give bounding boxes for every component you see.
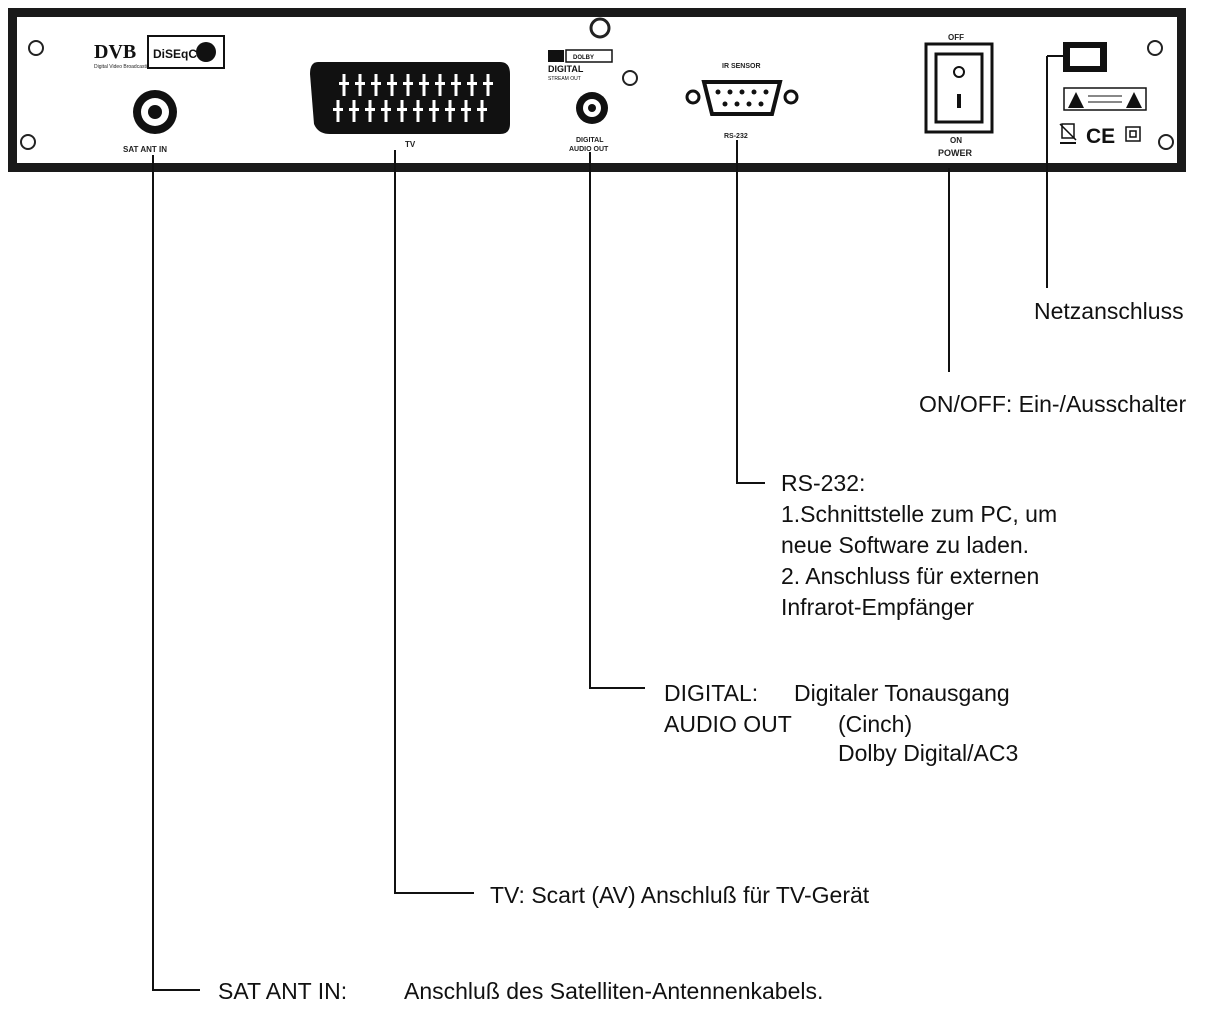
top-screw (589, 17, 611, 39)
mounting-hole (28, 40, 44, 56)
leader-lines (152, 55, 1063, 991)
callout-sat-left: SAT ANT IN: (218, 978, 348, 1004)
scart-pin (371, 74, 381, 96)
rs232-pin (715, 89, 721, 95)
mounting-hole (1158, 134, 1174, 150)
on-panel-label: ON (950, 136, 962, 145)
dvb-logo-subtext: Digital Video Broadcasting (94, 64, 153, 70)
callout-rs232-line: neue Software zu laden. (781, 532, 1030, 558)
power-panel-label: POWER (938, 148, 973, 158)
scart-pin (461, 100, 471, 122)
scart-pin (339, 74, 349, 96)
scart-pin (483, 74, 493, 96)
callout-rs232-line: Infrarot-Empfänger (781, 594, 975, 620)
leader-digital (589, 152, 645, 689)
rs232-pin (727, 89, 733, 95)
scart-pin (355, 74, 365, 96)
scart-pin (365, 100, 375, 122)
leader-sat (152, 155, 200, 991)
mounting-hole (20, 134, 36, 150)
callout-rs232: RS-232: 1.Schnittstelle zum PC, um neue … (781, 468, 1057, 623)
dolby-box-text: DOLBY (573, 55, 594, 61)
digital-audio-out-connector (576, 92, 608, 124)
scart-pin (467, 74, 477, 96)
warning-triangle-icon (1126, 92, 1142, 108)
audio-out-panel-label: AUDIO OUT (569, 146, 609, 153)
off-panel-label: OFF (948, 33, 964, 42)
rs232-pin (722, 101, 728, 107)
rs232-pin (734, 101, 740, 107)
mounting-hole (1147, 40, 1163, 56)
scart-pin (397, 100, 407, 122)
ce-mark: CE (1086, 125, 1115, 148)
callout-digital-right-2: (Cinch) (838, 711, 913, 737)
scart-pins (333, 74, 493, 122)
scart-pin (419, 74, 429, 96)
leader-tv (394, 150, 474, 894)
callout-rs232-line: 2. Anschluss für externen (781, 563, 1040, 589)
scart-pin (451, 74, 461, 96)
callout-digital-left-1: DIGITAL: (664, 680, 759, 706)
rs232-pin (758, 101, 764, 107)
warning-label (1063, 87, 1147, 111)
scart-pin (349, 100, 359, 122)
scart-pin (477, 100, 487, 122)
scart-pin (387, 74, 397, 96)
scart-pin (435, 74, 445, 96)
scart-pin (381, 100, 391, 122)
rs232-pin (746, 101, 752, 107)
scart-pin (403, 74, 413, 96)
tv-panel-label: TV (405, 140, 416, 149)
digital-panel-label: DIGITAL (576, 137, 604, 144)
rs232-pin (763, 89, 769, 95)
scart-pin (429, 100, 439, 122)
sat-ant-in-connector (133, 90, 177, 134)
callout-netzanschluss: Netzanschluss (1034, 298, 1184, 324)
rs232-pin (739, 89, 745, 95)
callout-sat-right: Anschluß des Satelliten-Antennenkabels. (404, 978, 824, 1004)
weee-bin-icon (1059, 123, 1077, 144)
callout-digital-right-1: Digitaler Tonausgang (794, 680, 1010, 706)
dvb-logo: DVB Digital Video Broadcasting (94, 41, 153, 70)
dolby-digital-text: DIGITAL (548, 64, 584, 74)
callout-onoff: ON/OFF: Ein-/Ausschalter (919, 391, 1187, 417)
scart-pin (445, 100, 455, 122)
warning-triangle-icon (1068, 92, 1084, 108)
callout-rs232-line: 1.Schnittstelle zum PC, um (781, 501, 1058, 527)
mains-socket (1063, 42, 1107, 72)
dolby-logo: DOLBY DIGITAL STREAM OUT (548, 49, 613, 82)
rs232-panel-label: RS-232 (724, 133, 748, 140)
certification-marks: CE (1059, 123, 1141, 148)
callout-digital-right-3: Dolby Digital/AC3 (838, 740, 1019, 766)
power-switch (924, 42, 994, 134)
ir-sensor-panel-label: IR SENSOR (722, 63, 761, 70)
sat-ant-in-panel-label: SAT ANT IN (123, 145, 167, 154)
diseqc-logo: DiSEqC (147, 35, 225, 69)
leader-rs232 (736, 140, 765, 484)
diseqc-logo-text: DiSEqC (153, 47, 197, 61)
callout-rs232-line: RS-232: (781, 470, 866, 496)
callout-digital-left-2: AUDIO OUT (664, 711, 792, 737)
scart-connector (310, 62, 510, 134)
dolby-stream-text: STREAM OUT (548, 76, 581, 82)
scart-pin (413, 100, 423, 122)
callout-tv: TV: Scart (AV) Anschluß für TV-Gerät (490, 882, 870, 908)
rs232-pins (715, 89, 769, 107)
stream-led (622, 70, 638, 86)
rs232-connector (685, 80, 799, 116)
double-insulation-icon (1125, 126, 1141, 142)
rs232-pin (751, 89, 757, 95)
receiver-rear-panel: DVB Digital Video Broadcasting DiSEqC SA… (8, 8, 1186, 172)
scart-pin (333, 100, 343, 122)
dvb-logo-text: DVB (94, 41, 136, 63)
